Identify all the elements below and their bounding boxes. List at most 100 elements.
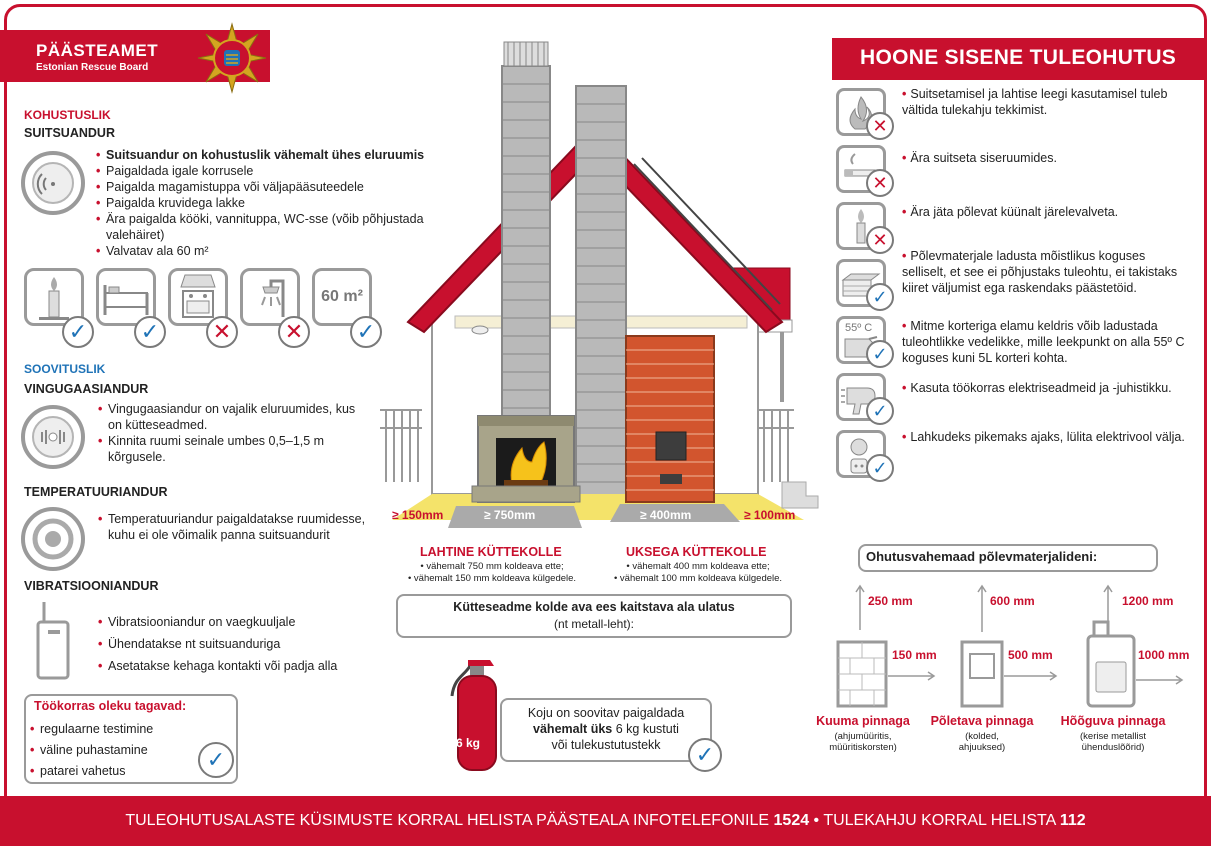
list-item: väline puhastamine	[30, 740, 230, 761]
extinguisher-emphasis: vähemalt üks	[533, 722, 613, 736]
house-illustration	[380, 41, 819, 528]
wood-stack-icon	[841, 273, 881, 297]
shower-icon	[261, 279, 285, 317]
co-detector-title: VINGUGAASIANDUR	[24, 382, 149, 396]
burning-surface-sub-1: (kolded,	[965, 731, 999, 742]
list-item: Vibratsiooniandur on vaegkuuljale	[98, 611, 388, 633]
rule-text: Põlevmaterjale ladusta mõistlikus koguse…	[902, 248, 1192, 296]
temp-detector-list: Temperatuuriandur paigaldatakse ruumides…	[98, 511, 368, 543]
closed-hearth-desc-1: • vähemalt 400 mm koldeava ette;	[626, 561, 770, 572]
list-item: Valvatav ala 60 m²	[96, 243, 466, 259]
list-item: Paigaldada igale korrusele	[96, 163, 466, 179]
smoke-detector-list: Suitsuandur on kohustuslik vähemalt ühes…	[96, 147, 466, 259]
rule-text: Suitsetamisel ja lahtise leegi kasutamis…	[902, 86, 1192, 118]
no-badge: ✕	[866, 169, 894, 197]
rule-text: Ära jäta põlevat küünalt järelevalveta.	[902, 204, 1192, 220]
open-hearth-desc-1: • vähemalt 750 mm koldeava ette;	[420, 561, 564, 572]
no-badge: ✕	[278, 316, 310, 348]
no-badge: ✕	[206, 316, 238, 348]
dim-label: ≥ 400mm	[640, 508, 692, 522]
dim-label: ≥ 750mm	[484, 508, 536, 522]
glowing-surface-sub-1: (kerise metallist	[1080, 731, 1146, 742]
maintenance-list: regulaarne testimine väline puhastamine …	[30, 719, 230, 782]
fire-extinguisher-icon	[450, 660, 497, 771]
ok-badge: ✓	[866, 397, 894, 425]
list-item: Asetatakse kehaga kontakti või padja all…	[98, 655, 388, 677]
protect-area-sub: (nt metall-leht):	[553, 617, 635, 631]
no-badge: ✕	[866, 112, 894, 140]
rule-text: Lahkudeks pikemaks ajaks, lülita elektri…	[902, 429, 1192, 445]
temp-detector-icon	[21, 507, 85, 571]
hot-side-dist: 150 mm	[892, 648, 937, 662]
ok-badge: ✓	[198, 742, 234, 778]
dim-label: ≥ 100mm	[744, 508, 796, 522]
list-item: regulaarne testimine	[30, 719, 230, 740]
org-subtitle: Estonian Rescue Board	[36, 62, 149, 73]
footer-text-1: TULEOHUTUSALASTE KÜSIMUSTE KORRAL HELIST…	[125, 812, 774, 829]
ok-badge: ✓	[866, 340, 894, 368]
list-item: Temperatuuriandur paigaldatakse ruumides…	[98, 511, 368, 543]
candle-icon	[856, 209, 866, 244]
distances-diagram	[836, 584, 1184, 708]
footer-banner	[0, 796, 1211, 846]
extinguisher-text: Koju on soovitav paigaldada vähemalt üks…	[500, 705, 712, 753]
ok-badge: ✓	[62, 316, 94, 348]
candle-icon	[39, 277, 69, 320]
vibration-detector-title: VIBRATSIOONIANDUR	[24, 579, 159, 593]
no-badge: ✕	[866, 226, 894, 254]
maintenance-title: Töökorras oleku tagavad:	[34, 699, 187, 713]
list-item: Suitsuandur on kohustuslik vähemalt ühes…	[96, 147, 466, 163]
area-tile: 60 m²	[312, 268, 372, 326]
list-item: patarei vahetus	[30, 761, 230, 782]
closed-hearth-desc-2: • vähemalt 100 mm koldeava külgedele.	[613, 573, 783, 584]
rule-text: Mitme korteriga elamu keldris võib ladus…	[902, 318, 1198, 366]
open-hearth-desc-2: • vähemalt 150 mm koldeava külgedele.	[407, 573, 577, 584]
distances-title-box	[858, 544, 1158, 572]
recommended-label: SOOVITUSLIK	[24, 362, 106, 376]
glowing-side-dist: 1000 mm	[1138, 648, 1190, 662]
glowing-surface-title: Hõõguva pinnaga	[1060, 714, 1166, 728]
extinguisher-line-2: vähemalt üks 6 kg kustuti	[500, 721, 712, 737]
ok-badge: ✓	[350, 316, 382, 348]
smoke-detector-title: SUITSUANDUR	[24, 126, 115, 140]
footer-emergency-number: 112	[1059, 812, 1086, 829]
protect-area-title: Kütteseadme kolde ava ees kaitstava ala …	[453, 600, 735, 614]
co-detector-icon	[21, 405, 85, 469]
smoke-detector-icon	[21, 151, 85, 215]
burning-surface-sub-2: ahjuuksed)	[958, 742, 1006, 753]
ok-badge: ✓	[866, 454, 894, 482]
ok-badge: ✓	[688, 738, 722, 772]
bed-icon	[103, 285, 149, 315]
rescue-board-emblem-icon	[197, 22, 267, 94]
extinguisher-line-3: või tulekustutustekk	[551, 738, 661, 752]
extinguisher-box	[500, 698, 712, 762]
hot-surface-sub-1: (ahjumüüritis,	[834, 731, 892, 742]
title-banner	[832, 38, 1207, 80]
burning-up-dist: 600 mm	[990, 594, 1035, 608]
ok-badge: ✓	[866, 283, 894, 311]
extinguisher-line-2-rest: 6 kg kustuti	[612, 722, 679, 736]
list-item: Paigalda magamistuppa või väljapääsuteed…	[96, 179, 466, 195]
extinguisher-line-1: Koju on soovitav paigaldada	[527, 706, 685, 720]
list-item: Ühendatakse nt suitsuanduriga	[98, 633, 388, 655]
protect-area-box	[396, 594, 792, 638]
footer-text: TULEOHUTUSALASTE KÜSIMUSTE KORRAL HELIST…	[0, 812, 1211, 830]
page-title: HOONE SISENE TULEOHUTUS	[860, 46, 1177, 69]
hot-up-dist: 250 mm	[868, 594, 913, 608]
burning-side-dist: 500 mm	[1008, 648, 1053, 662]
list-item: Kinnita ruumi seinale umbes 0,5–1,5 m kõ…	[98, 433, 358, 465]
co-detector-list: Vingugaasiandur on vajalik eluruumides, …	[98, 401, 358, 465]
hot-surface-sub-2: müüritiskorsten)	[829, 742, 897, 753]
area-label: 60 m²	[321, 288, 363, 305]
temp-detector-title: TEMPERATUURIANDUR	[24, 485, 168, 499]
temperature-label: 55º C	[845, 322, 873, 334]
mandatory-label: KOHUSTUSLIK	[24, 108, 111, 122]
ok-badge: ✓	[134, 316, 166, 348]
list-item: Paigalda kruvidega lakke	[96, 195, 466, 211]
glowing-surface-sub-2: ühenduslõõrid)	[1081, 742, 1145, 753]
extinguisher-label: 6 kg	[456, 736, 481, 750]
list-item: Vingugaasiandur on vajalik eluruumides, …	[98, 401, 358, 433]
distances-title: Ohutusvahemaad põlevmaterjalideni:	[866, 549, 1098, 564]
hot-surface-title: Kuuma pinnaga	[816, 714, 910, 728]
dim-label: ≥ 150mm	[392, 508, 444, 522]
